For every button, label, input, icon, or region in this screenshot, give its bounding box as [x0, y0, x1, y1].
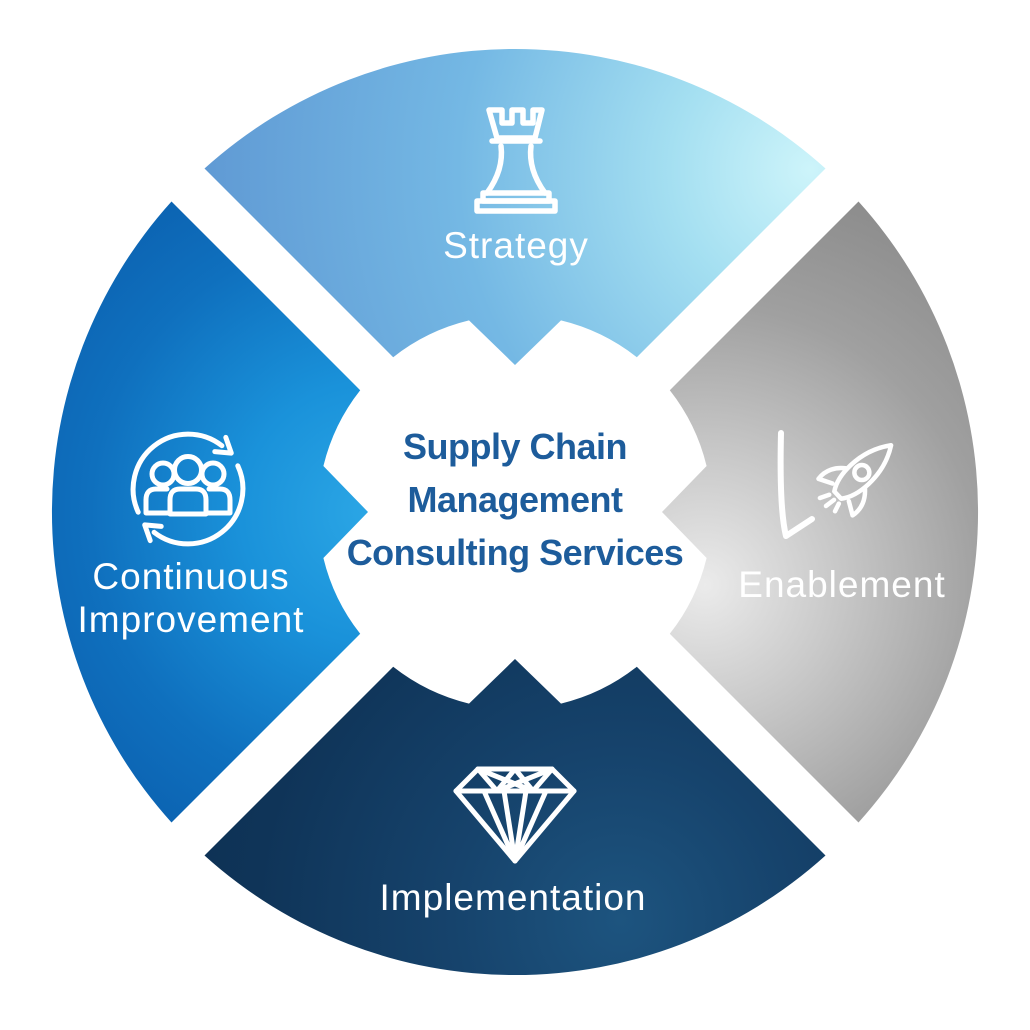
center-title: Supply Chain Management Consulting Servi… — [347, 426, 684, 573]
continuous-improvement-label-line1: Continuous — [92, 556, 289, 597]
quadrant-implementation-shape — [204, 659, 826, 976]
quadrant-enablement-shape — [662, 201, 979, 823]
diamond-icon — [453, 766, 577, 864]
center-title-line1: Supply Chain — [403, 426, 627, 467]
enablement-label: Enablement — [738, 564, 945, 605]
implementation-label: Implementation — [380, 877, 647, 918]
continuous-improvement-label: Continuous Improvement — [78, 556, 305, 640]
quadrant-strategy-shape — [204, 48, 826, 366]
rocket-launch-icon — [777, 430, 894, 539]
continuous-improvement-label-line2: Improvement — [78, 599, 305, 640]
strategy-label: Strategy — [443, 225, 589, 266]
center-title-line3: Consulting Services — [347, 532, 684, 573]
cycle-arrow-top — [130, 431, 225, 515]
chess-rook-icon — [474, 107, 558, 214]
people-cycle-icon — [130, 431, 246, 547]
launch-swoosh — [777, 430, 815, 539]
center-title-line2: Management — [407, 479, 623, 520]
cycle-arrow-bottom — [151, 463, 246, 547]
